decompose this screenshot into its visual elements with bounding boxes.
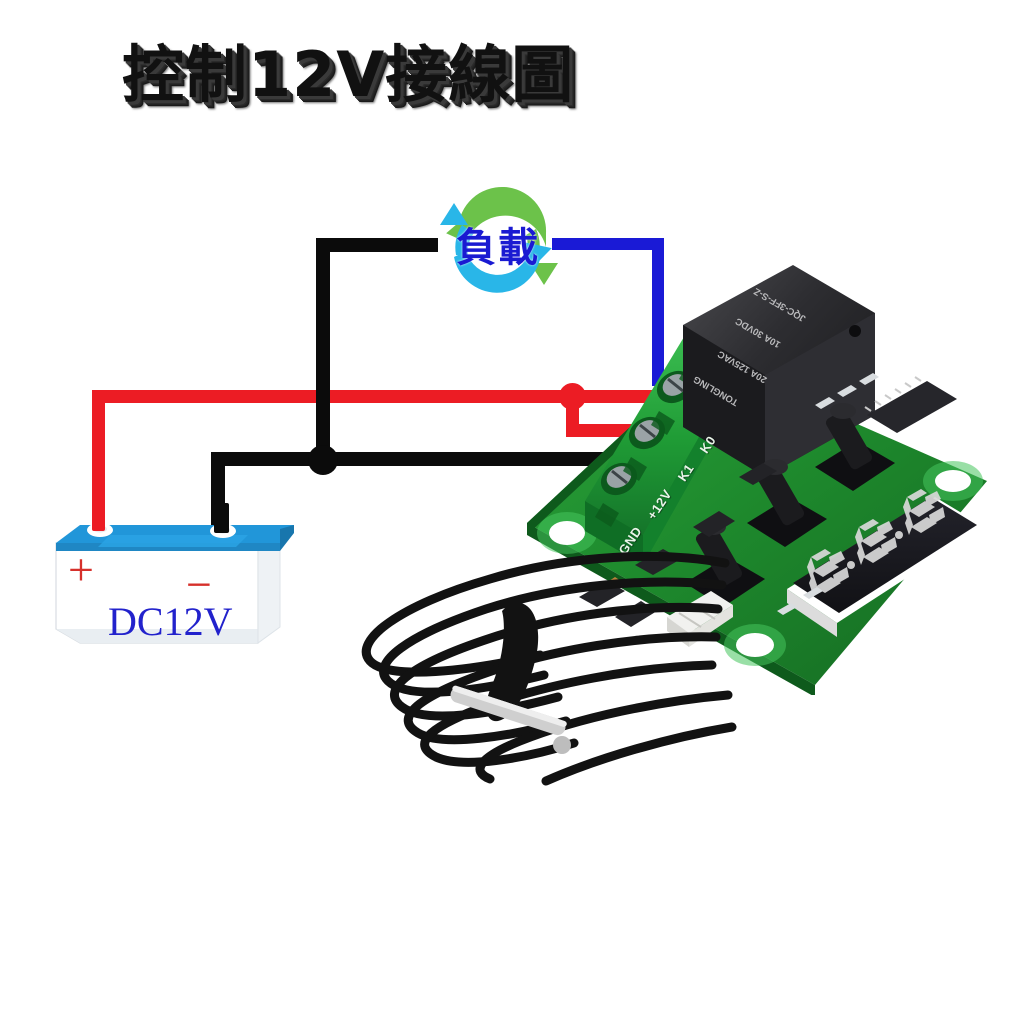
pcb-graphic (527, 265, 987, 695)
page-title: 控制12V接線圖 (122, 38, 575, 111)
positive-wire-to-k0 (566, 390, 666, 403)
load-feed-horizontal (316, 238, 438, 252)
positive-wire-vertical (92, 390, 105, 520)
battery-negative-post (214, 503, 229, 533)
positive-wire-horizontal (92, 390, 579, 403)
negative-wire-junction-dot (308, 445, 338, 475)
battery (48, 503, 298, 648)
buttons (685, 403, 895, 607)
load-symbol: 負載 (418, 185, 578, 305)
seven-segment-display (787, 489, 985, 637)
thermostat-module: TONGLING 20A 125VAC 10A 30VDC JQC-3FF-S-… (515, 265, 995, 695)
load-return-vertical (652, 238, 664, 386)
battery-plus-sign: + (68, 544, 94, 595)
battery-minus-sign: − (186, 559, 212, 610)
battery-label: DC12V (108, 599, 233, 644)
battery-positive-post (92, 503, 105, 531)
microcontroller-ic (864, 376, 957, 433)
load-label: 負載 (456, 225, 540, 271)
sensor-graphic (361, 551, 737, 786)
load-feed-vertical (316, 238, 330, 460)
ntc-temperature-probe (330, 545, 750, 805)
probe-tip (450, 685, 571, 754)
load-return-horizontal (552, 238, 664, 250)
recycle-arrows-icon (440, 186, 558, 293)
battery-graphic (55, 523, 294, 644)
positive-wire-junction-dot (559, 383, 586, 410)
